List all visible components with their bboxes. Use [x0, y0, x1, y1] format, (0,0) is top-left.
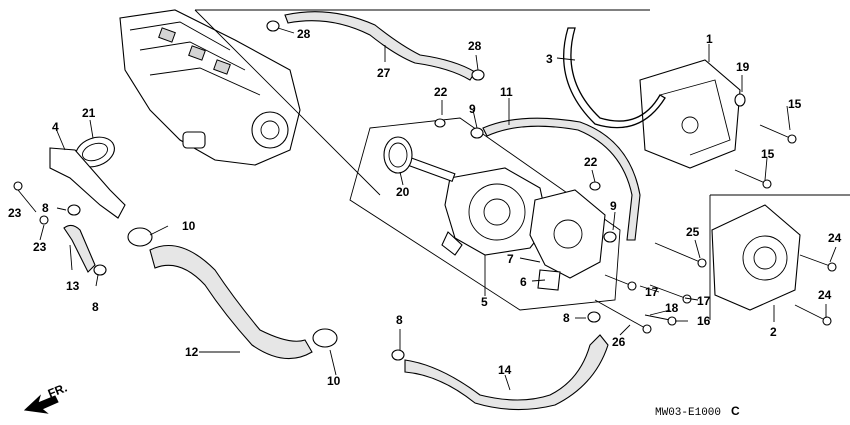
hose-13 [63, 224, 96, 273]
callout-labels: 1 2 3 4 5 6 7 8 8 8 8 9 9 10 10 11 12 13… [8, 27, 842, 388]
callout-11: 11 [500, 85, 513, 99]
callout-12: 12 [185, 345, 199, 359]
callout-25: 25 [686, 225, 700, 239]
callout-26: 26 [612, 335, 626, 349]
callout-20: 20 [396, 185, 410, 199]
o-ring-20 [383, 136, 413, 174]
callout-27: 27 [377, 66, 391, 80]
callout-7: 7 [507, 252, 514, 266]
engine-block [119, 9, 301, 166]
callout-5: 5 [481, 295, 488, 309]
callout-23-b: 23 [33, 240, 47, 254]
callout-3: 3 [546, 52, 553, 66]
callout-15-a: 15 [788, 97, 802, 111]
callout-24-a: 24 [828, 231, 842, 245]
front-arrow-label: FR. [46, 381, 69, 401]
callout-13: 13 [66, 279, 80, 293]
callout-4: 4 [52, 120, 59, 134]
diagram-code: MW03-E1000 [655, 407, 721, 419]
callout-19: 19 [736, 60, 750, 74]
callout-17-b: 17 [697, 294, 711, 308]
front-direction-arrow: FR. [23, 381, 69, 414]
leader-lines [17, 27, 837, 391]
diagram-code-suffix: C [731, 404, 740, 418]
water-pump-body [404, 155, 549, 256]
callout-10-a: 10 [182, 219, 196, 233]
callout-16: 16 [697, 314, 711, 328]
hose-11 [482, 117, 641, 241]
callout-1: 1 [706, 32, 713, 46]
water-pipe-4 [49, 147, 126, 219]
callout-24-b: 24 [818, 288, 832, 302]
pump-cover-2 [711, 204, 801, 311]
hose-14 [404, 334, 609, 411]
callout-22-b: 22 [584, 155, 598, 169]
callout-8-b: 8 [92, 300, 99, 314]
callout-17-a: 17 [645, 285, 659, 299]
callout-9-b: 9 [610, 199, 617, 213]
callout-14: 14 [498, 363, 512, 377]
bracket-3 [563, 27, 666, 129]
callout-28-a: 28 [297, 27, 311, 41]
hose-27 [284, 11, 476, 81]
callout-10-b: 10 [327, 374, 341, 388]
callout-21: 21 [82, 106, 96, 120]
callout-28-b: 28 [468, 39, 482, 53]
callout-18: 18 [665, 301, 679, 315]
callout-23-a: 23 [8, 206, 22, 220]
callout-6: 6 [520, 275, 527, 289]
assembly-outline [194, 9, 850, 320]
callout-15-b: 15 [761, 147, 775, 161]
callout-8-d: 8 [563, 311, 570, 325]
water-pump-cover [529, 189, 606, 291]
hose-12 [149, 245, 313, 360]
clamps [67, 20, 746, 361]
callout-8-c: 8 [396, 313, 403, 327]
callout-8-a: 8 [42, 201, 49, 215]
callout-2: 2 [770, 325, 777, 339]
pump-cover-1 [639, 59, 741, 169]
bolts [13, 124, 837, 334]
callout-22-a: 22 [434, 85, 448, 99]
callout-9-a: 9 [469, 102, 476, 116]
